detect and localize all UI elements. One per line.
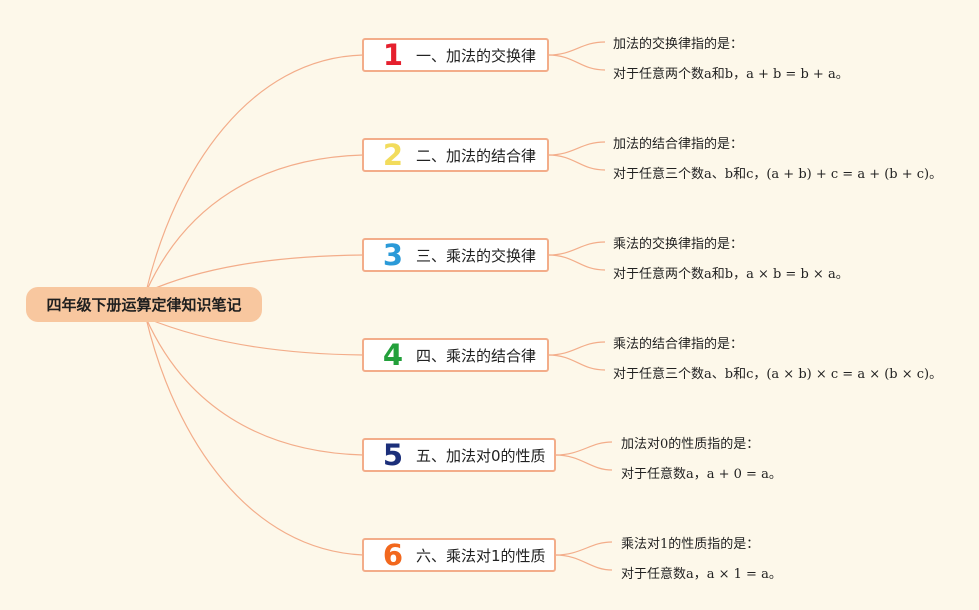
topic-node-1[interactable]: 1 一、加法的交换律 (362, 38, 549, 72)
connector-4a (547, 341, 606, 356)
detail-title-2: 加法的结合律指的是： (613, 137, 744, 152)
connector-4b (547, 354, 606, 371)
connector-root-5 (145, 317, 364, 456)
number-1-icon: 1 (382, 37, 404, 72)
connector-1b (547, 54, 606, 71)
topic-node-4[interactable]: 4 四、乘法的结合律 (362, 338, 549, 372)
detail-text-6: 对于任意数a，a × 1 = a。 (621, 567, 782, 582)
connector-1a (547, 41, 606, 56)
topic-label: 六、乘法对1的性质 (416, 546, 546, 565)
detail-text-3: 对于任意两个数a和b，a × b = b × a。 (613, 267, 849, 282)
connector-root-6 (145, 317, 364, 556)
connector-5b (554, 454, 613, 471)
topic-label: 一、加法的交换律 (416, 46, 537, 65)
detail-title-4: 乘法的结合律指的是： (613, 337, 744, 352)
connector-root-1 (145, 54, 364, 293)
connector-6a (554, 541, 613, 556)
detail-title-6: 乘法对1的性质指的是： (621, 537, 760, 552)
detail-text-1: 对于任意两个数a和b，a + b = b + a。 (613, 67, 849, 82)
number-3-icon: 3 (382, 237, 404, 272)
connector-root-3 (145, 254, 364, 293)
topic-label: 五、加法对0的性质 (416, 446, 546, 465)
topic-node-6[interactable]: 6 六、乘法对1的性质 (362, 538, 556, 572)
detail-text-2: 对于任意三个数a、b和c，(a + b) + c = a + (b + c)。 (613, 167, 943, 182)
root-title: 四年级下册运算定律知识笔记 (46, 296, 242, 314)
connector-2a (547, 141, 606, 156)
number-5-icon: 5 (382, 437, 404, 472)
number-4-icon: 4 (382, 337, 404, 372)
connector-3a (547, 241, 606, 256)
connector-5a (554, 441, 613, 456)
detail-text-5: 对于任意数a，a + 0 = a。 (621, 467, 782, 482)
connector-3b (547, 254, 606, 271)
number-2-icon: 2 (382, 137, 404, 172)
connector-root-4 (145, 317, 364, 356)
number-6-icon: 6 (382, 537, 404, 572)
detail-title-5: 加法对0的性质指的是： (621, 437, 760, 452)
detail-title-3: 乘法的交换律指的是： (613, 237, 744, 252)
detail-text-4: 对于任意三个数a、b和c，(a × b) × c = a × (b × c)。 (613, 367, 943, 382)
root-node[interactable]: 四年级下册运算定律知识笔记 (26, 287, 262, 322)
connector-6b (554, 554, 613, 571)
topic-node-3[interactable]: 3 三、乘法的交换律 (362, 238, 549, 272)
topic-node-5[interactable]: 5 五、加法对0的性质 (362, 438, 556, 472)
connector-root-2 (145, 154, 364, 293)
topic-node-2[interactable]: 2 二、加法的结合律 (362, 138, 549, 172)
detail-title-1: 加法的交换律指的是： (613, 37, 744, 52)
connector-2b (547, 154, 606, 171)
topic-label: 三、乘法的交换律 (416, 246, 537, 265)
topic-label: 二、加法的结合律 (416, 146, 537, 165)
topic-label: 四、乘法的结合律 (416, 346, 537, 365)
